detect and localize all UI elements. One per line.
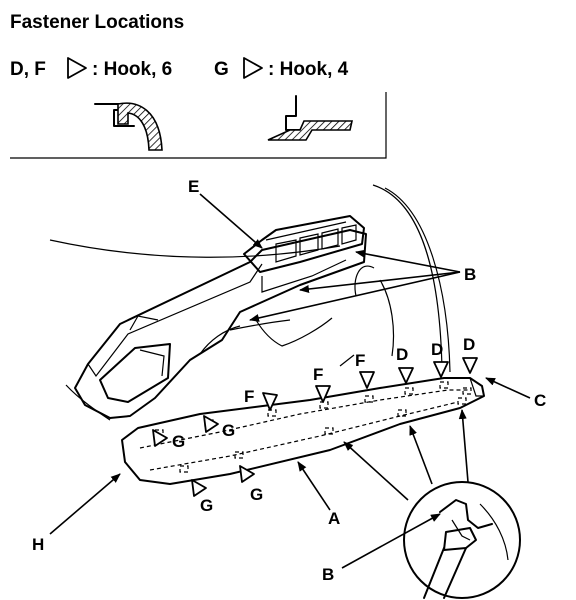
armrest-panel xyxy=(121,377,485,485)
callout-e: E xyxy=(188,177,199,196)
clip-label-g: G xyxy=(222,421,235,440)
clip-label-g: G xyxy=(250,485,263,504)
hook-f-marker xyxy=(315,385,331,403)
callout-b: B xyxy=(464,265,476,284)
hook-g-marker xyxy=(191,479,207,497)
clip-label-d: D xyxy=(396,345,408,364)
hook-df-section-detail xyxy=(94,102,163,151)
clip-label-d: D xyxy=(463,335,475,354)
legend-df-text: : Hook, 6 xyxy=(92,59,172,80)
hook-markers: G G G G F F F D D D xyxy=(152,335,478,515)
legend-g-label: G xyxy=(214,59,229,80)
hook-triangle-icon xyxy=(243,57,263,79)
hook-triangle-icon xyxy=(67,57,87,79)
window-switch-panel xyxy=(243,215,365,293)
legend-g-text: : Hook, 4 xyxy=(268,59,349,80)
callout-a: A xyxy=(328,509,340,528)
door-handle-trim xyxy=(74,229,395,419)
hook-d-marker xyxy=(462,357,478,374)
hook-g-section-detail xyxy=(267,95,353,141)
clip-marks xyxy=(154,381,472,473)
legend-df-label: D, F xyxy=(10,59,46,80)
hook-d-marker xyxy=(398,367,414,384)
hook-g-marker xyxy=(152,429,168,447)
door-outline xyxy=(49,184,451,421)
callout-pointers xyxy=(49,193,531,569)
clip-label-d: D xyxy=(431,340,443,359)
callout-b-detail: B xyxy=(322,565,334,584)
clip-label-g: G xyxy=(200,496,213,515)
clip-detail-inset xyxy=(403,481,521,599)
page-title: Fastener Locations xyxy=(10,12,184,33)
callout-h: H xyxy=(32,535,44,554)
legend-frame xyxy=(10,92,387,159)
callout-c: C xyxy=(534,391,546,410)
clip-label-f: F xyxy=(244,387,254,406)
clip-label-f: F xyxy=(313,365,323,384)
hook-f-marker xyxy=(262,392,278,411)
hook-g-marker xyxy=(203,415,219,433)
legend-panel: D, F : Hook, 6 G : Hook, 4 xyxy=(10,57,387,159)
callout-labels: E B C H A B xyxy=(32,177,546,584)
clip-label-f: F xyxy=(355,351,365,370)
hook-f-marker xyxy=(359,371,375,389)
clip-label-g: G xyxy=(172,432,185,451)
hook-g-marker xyxy=(239,465,255,483)
hook-d-marker xyxy=(433,361,449,378)
